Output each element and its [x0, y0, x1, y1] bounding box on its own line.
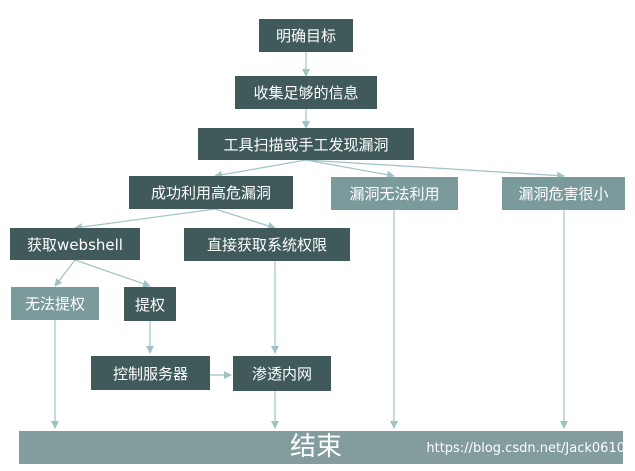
node-exploit: 成功利用高危漏洞	[129, 176, 293, 209]
node-cannot-use: 漏洞无法利用	[331, 177, 458, 210]
edge-scan-lowrisk	[305, 159, 565, 180]
node-control: 控制服务器	[91, 356, 210, 390]
node-collect: 收集足够的信息	[235, 76, 377, 109]
node-goal: 明确目标	[259, 19, 353, 52]
edge-scan-cannot	[305, 159, 395, 179]
end-label: 结束	[290, 432, 343, 462]
edge-exploit-system	[214, 208, 276, 230]
edge-scan-exploit	[214, 159, 307, 179]
node-no-priv: 无法提权	[11, 287, 99, 320]
node-scan: 工具扫描或手工发现漏洞	[198, 128, 414, 160]
node-system: 直接获取系统权限	[184, 228, 350, 261]
node-priv: 提权	[124, 287, 176, 321]
node-webshell: 获取webshell	[10, 228, 140, 260]
edge-webshell-nopriv	[54, 259, 76, 287]
end-bar	[19, 431, 623, 464]
node-low-risk: 漏洞危害很小	[502, 177, 625, 210]
edge-webshell-priv	[74, 259, 151, 288]
edge-exploit-webshell	[74, 208, 216, 232]
watermark-text: https://blog.csdn.net/Jack0610	[426, 441, 625, 456]
node-intranet: 渗透内网	[233, 356, 331, 391]
